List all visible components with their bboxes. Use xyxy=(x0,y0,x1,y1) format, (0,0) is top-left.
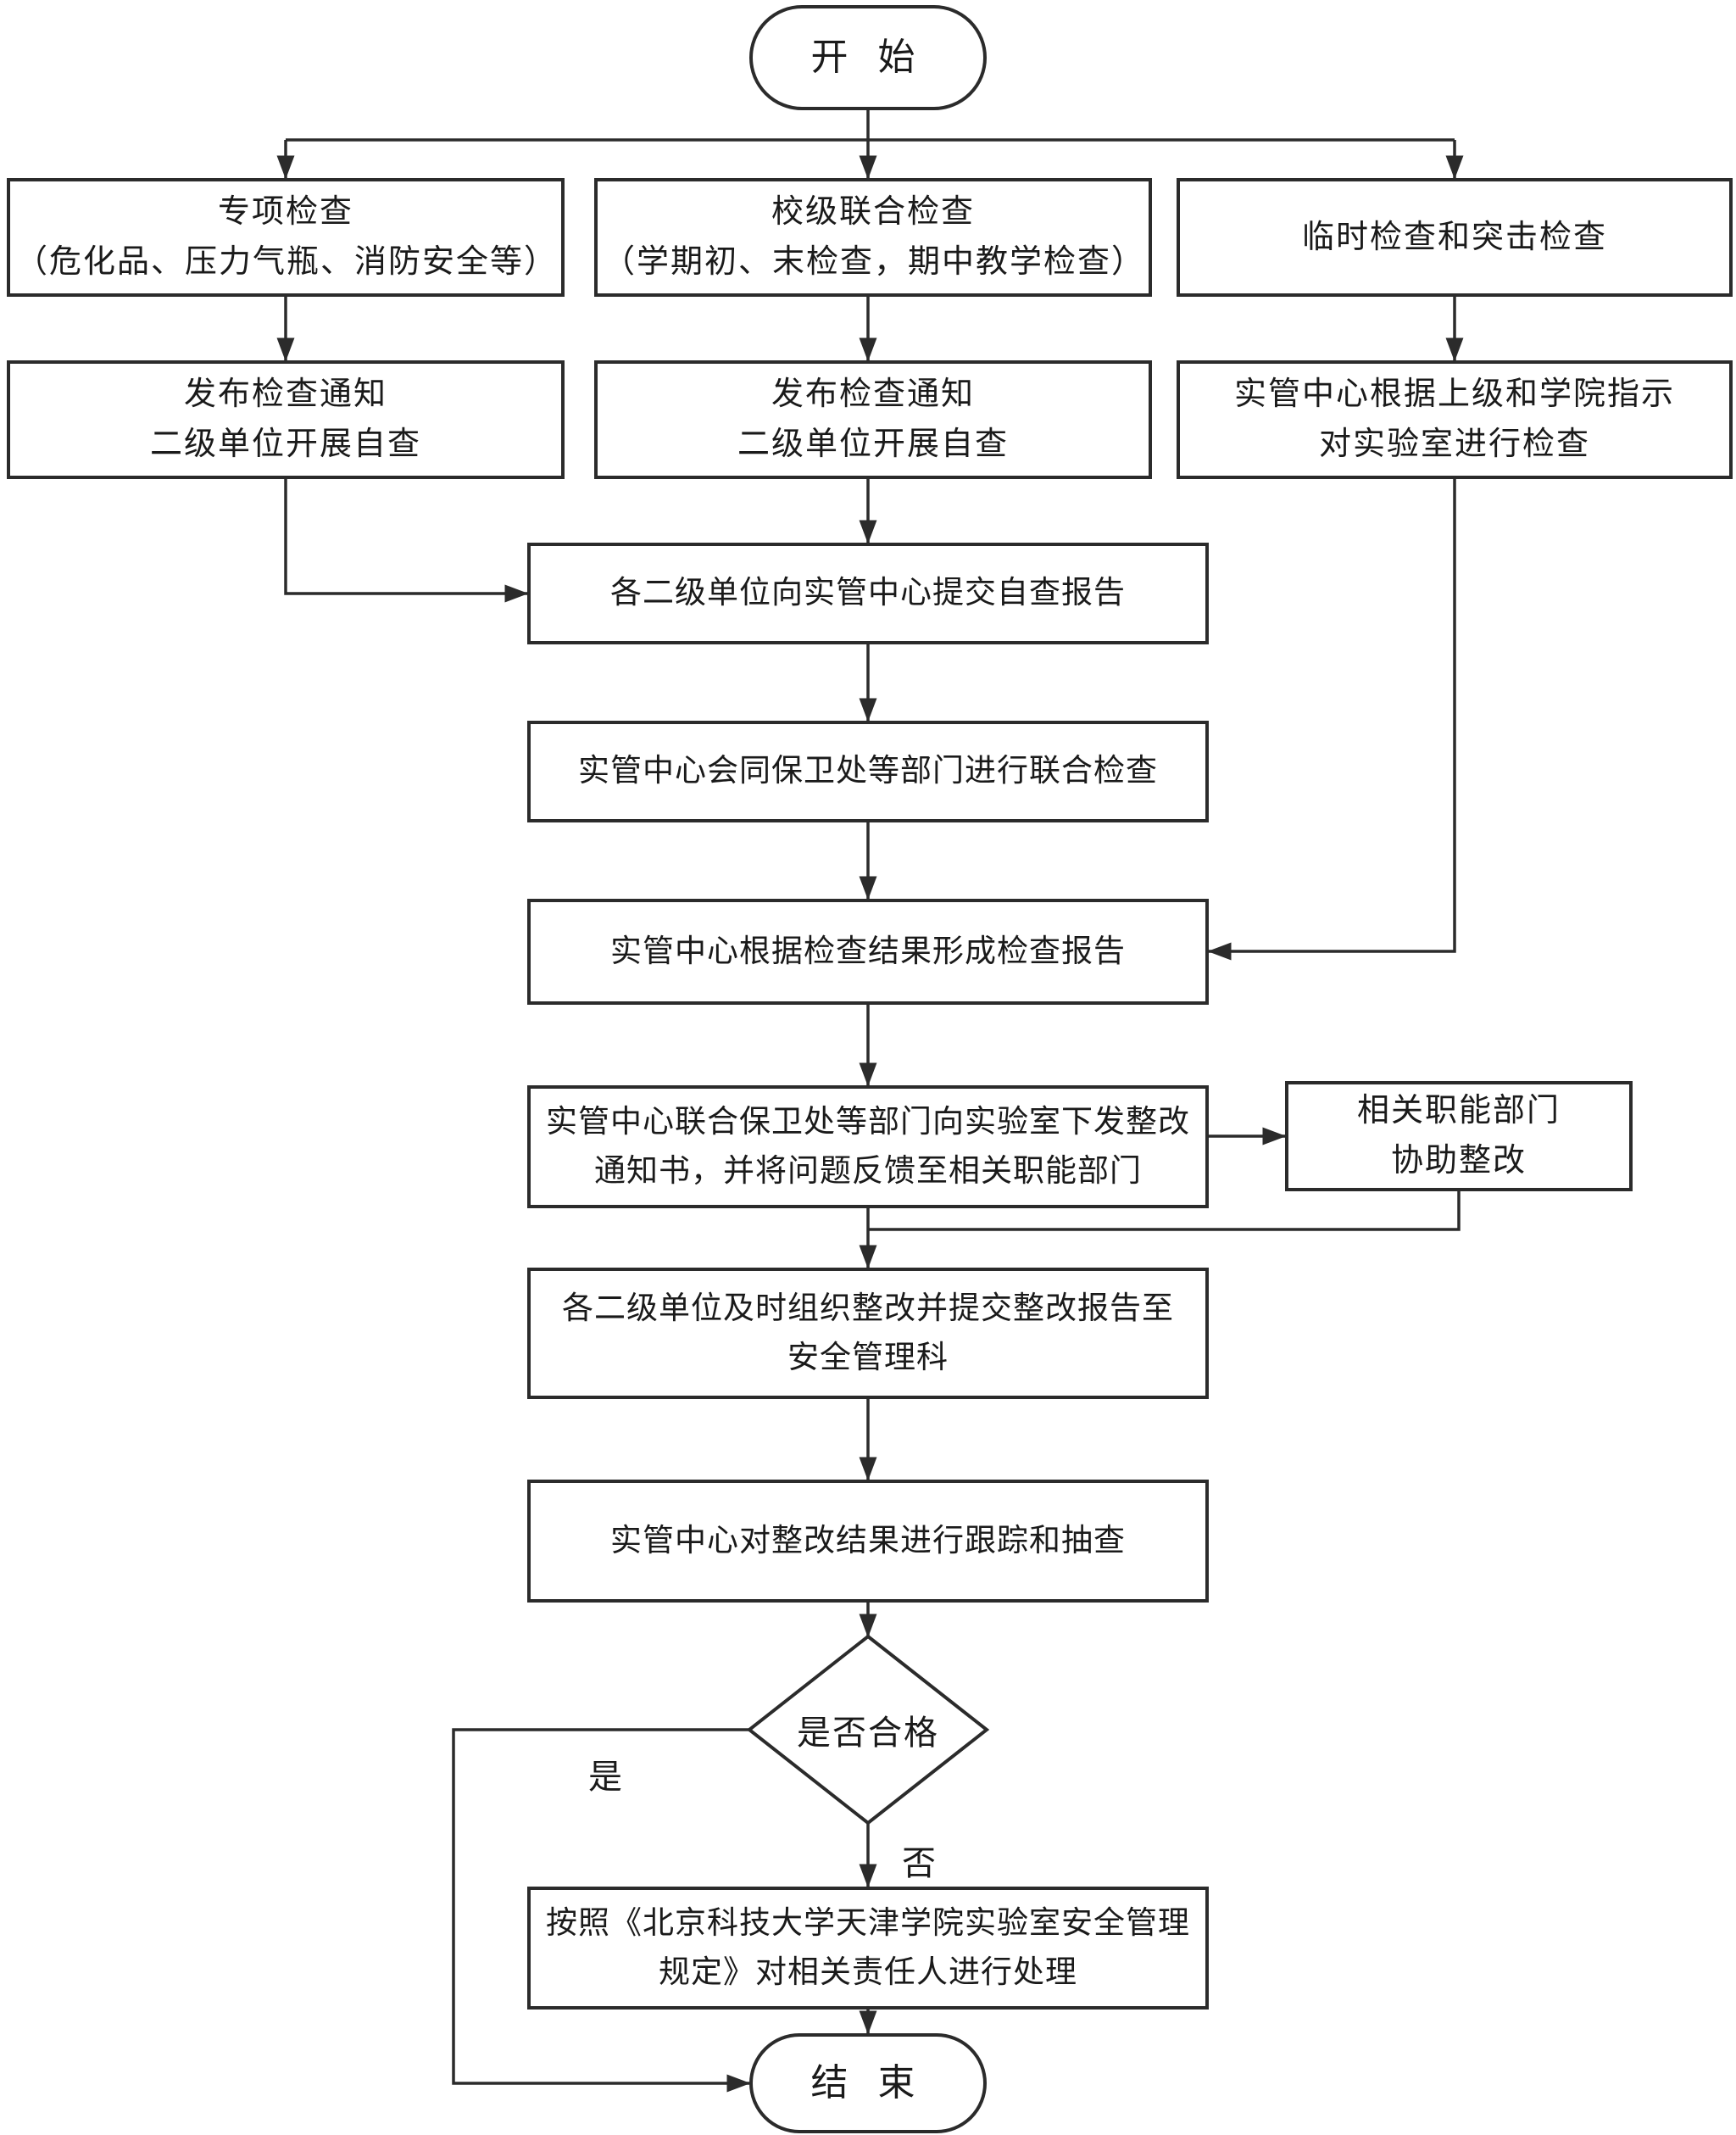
node-center-instruction: 实管中心根据上级和学院指示 对实验室进行检查 xyxy=(1177,360,1733,479)
end-node: 结 束 xyxy=(749,2033,987,2133)
node-special-inspection: 专项检查 （危化品、压力气瓶、消防安全等） xyxy=(7,178,565,297)
connector-decision-yes-to-end xyxy=(452,1728,751,2093)
node-assist-rectification: 相关职能部门 协助整改 xyxy=(1285,1081,1633,1191)
node-temporary-inspection: 临时检查和突击检查 xyxy=(1177,178,1733,297)
node-submit-self-report: 各二级单位向实管中心提交自查报告 xyxy=(527,543,1209,644)
start-node: 开 始 xyxy=(749,5,987,110)
connector-notice-left-to-submit xyxy=(284,479,529,603)
node-track-spotcheck: 实管中心对整改结果进行跟踪和抽查 xyxy=(527,1480,1209,1603)
decision-no-label: 否 xyxy=(902,1844,938,1882)
node-organize-rectification: 各二级单位及时组织整改并提交整改报告至 安全管理科 xyxy=(527,1268,1209,1399)
decision-diamond xyxy=(746,1634,990,1826)
node-joint-inspection: 实管中心会同保卫处等部门进行联合检查 xyxy=(527,721,1209,822)
node-school-joint-inspection: 校级联合检查 （学期初、末检查，期中教学检查） xyxy=(594,178,1152,297)
connector-instruction-to-form-report xyxy=(1207,479,1456,961)
node-form-report: 实管中心根据检查结果形成检查报告 xyxy=(527,899,1209,1005)
decision-label: 是否合格 xyxy=(797,1714,939,1752)
node-punishment: 按照《北京科技大学天津学院实验室安全管理 规定》对相关责任人进行处理 xyxy=(527,1887,1209,2010)
node-issue-notice-left: 发布检查通知 二级单位开展自查 xyxy=(7,360,565,479)
connector-assist-return xyxy=(868,1191,1461,1231)
node-issue-notice-mid: 发布检查通知 二级单位开展自查 xyxy=(594,360,1152,479)
decision-yes-label: 是 xyxy=(588,1758,624,1796)
node-issue-rectification-notice: 实管中心联合保卫处等部门向实验室下发整改 通知书，并将问题反馈至相关职能部门 xyxy=(527,1085,1209,1208)
